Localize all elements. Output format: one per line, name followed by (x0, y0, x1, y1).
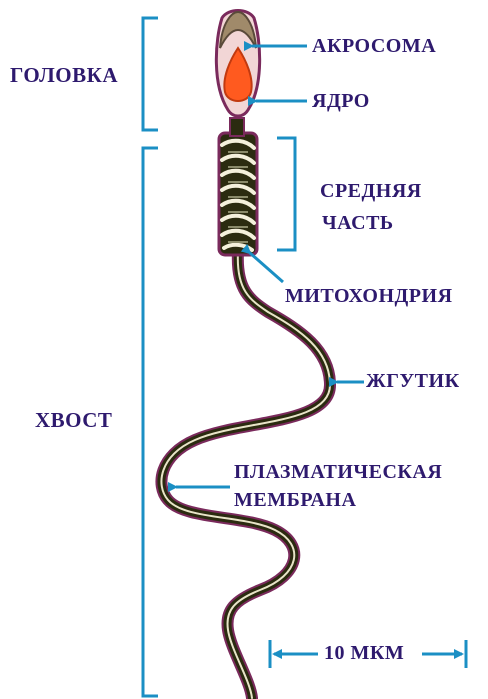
head-label: ГОЛОВКА (10, 63, 118, 87)
midpiece-label-line1: СРЕДНЯЯ (320, 180, 422, 203)
acrosome-label: АКРОСОМА (312, 35, 436, 58)
membrane-label-line1: ПЛАЗМАТИЧЕСКАЯ (234, 461, 442, 484)
membrane-label-line2: МЕМБРАНА (234, 489, 356, 512)
midpiece-label-line2: ЧАСТЬ (322, 212, 394, 235)
tail-label: ХВОСТ (35, 408, 112, 432)
nucleus-label: ЯДРО (312, 90, 370, 113)
mitochondria-pointer (250, 253, 283, 282)
midpiece (219, 133, 257, 255)
midpiece-bracket (277, 138, 295, 250)
head (216, 11, 259, 117)
mitochondria-label: МИТОХОНДРИЯ (285, 285, 453, 308)
scale-label: 10 МКМ (324, 642, 404, 665)
tail-bracket (143, 148, 158, 696)
flagellum-label: ЖГУТИК (366, 370, 460, 393)
head-bracket (143, 18, 158, 130)
neck (230, 118, 244, 136)
